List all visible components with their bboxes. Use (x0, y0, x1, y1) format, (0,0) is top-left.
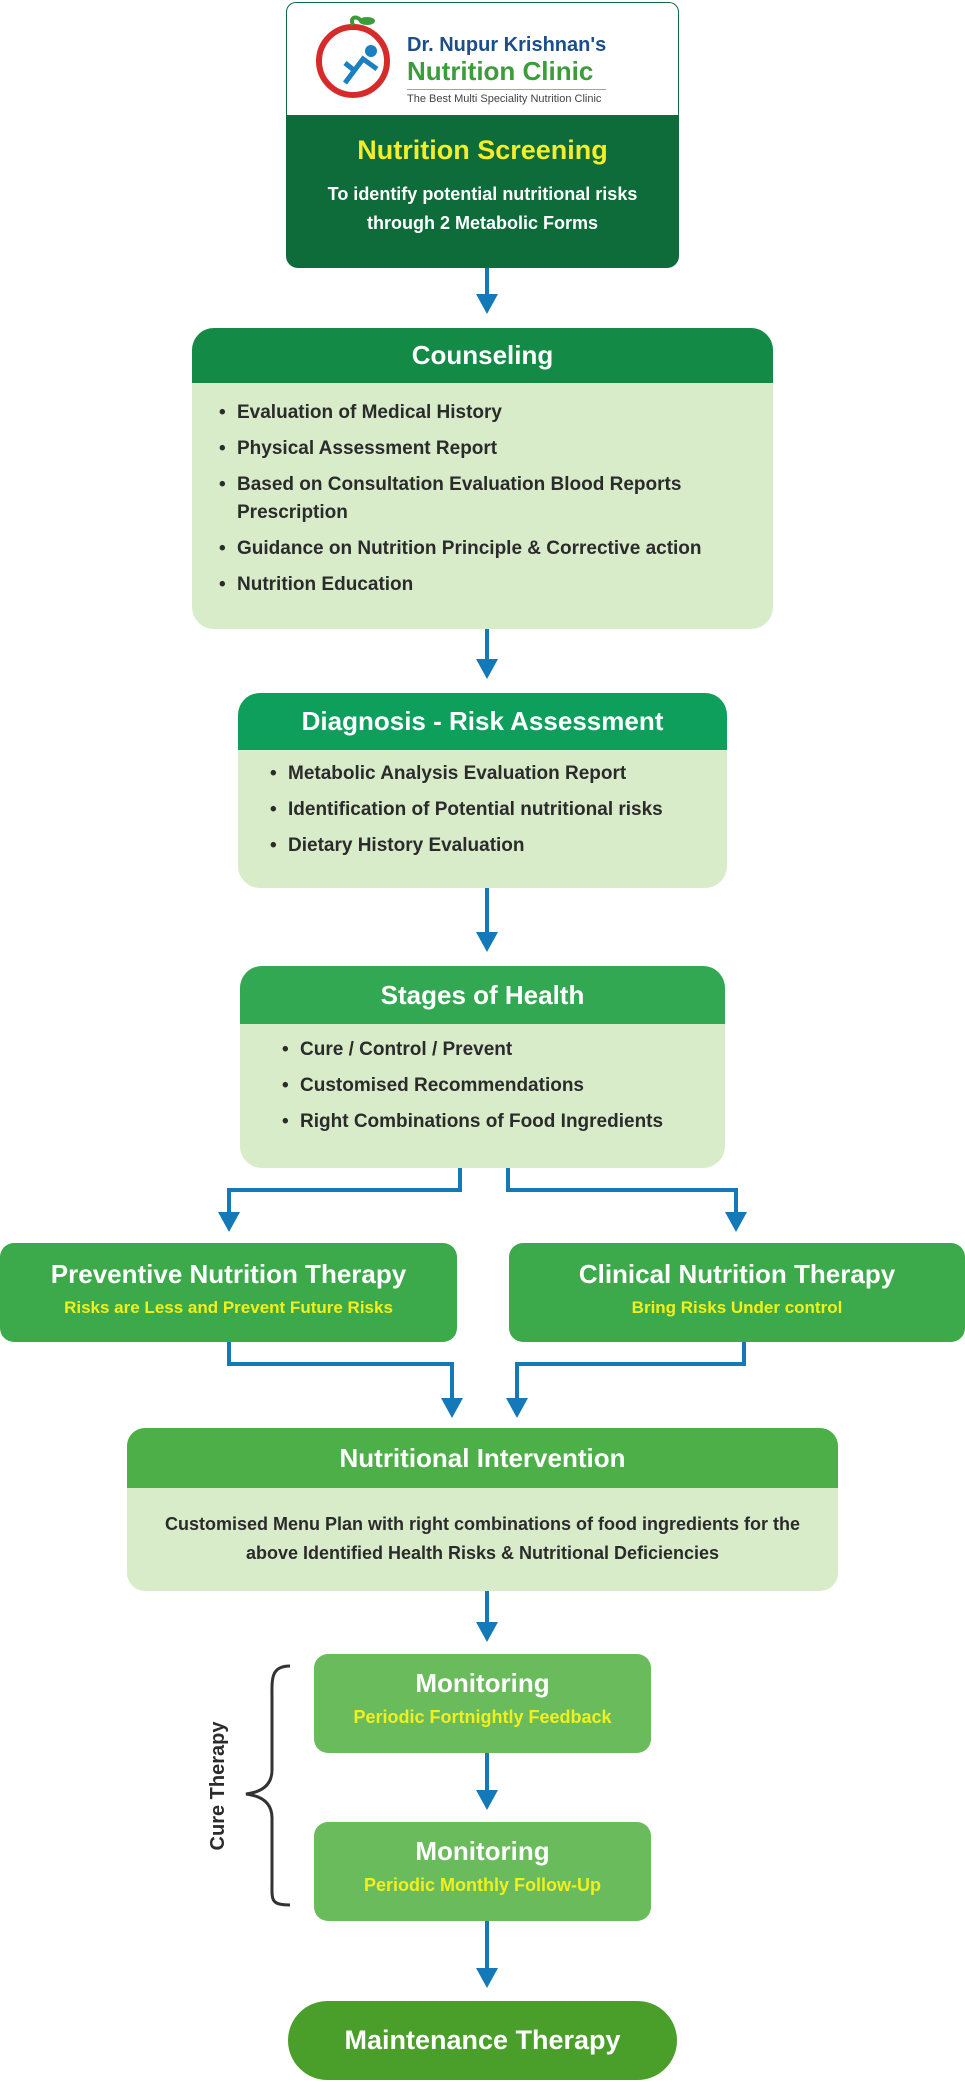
arrowhead (725, 1212, 747, 1232)
arrow-stages-preventive (227, 1168, 462, 1214)
stages-title: Stages of Health (240, 966, 725, 1024)
logo-tagline: The Best Multi Speciality Nutrition Clin… (407, 89, 607, 106)
monitoring-subtitle: Periodic Monthly Follow-Up (364, 1875, 601, 1895)
arrowhead (476, 1968, 498, 1988)
arrow-preventive-intervention (227, 1342, 454, 1400)
list-item: Evaluation of Medical History (219, 399, 733, 427)
preventive-title: Preventive Nutrition Therapy (50, 1259, 407, 1289)
arrowhead (476, 1790, 498, 1810)
monitoring-subtitle: Periodic Fortnightly Feedback (353, 1707, 612, 1727)
diagnosis-title: Diagnosis - Risk Assessment (238, 693, 727, 750)
list-item: Based on Consultation Evaluation Blood R… (219, 471, 733, 527)
monitoring-title: Monitoring (415, 1836, 550, 1866)
arrowhead (441, 1398, 463, 1418)
arrowhead (476, 294, 498, 314)
logo-doctor-name: Dr. Nupur Krishnan's (407, 34, 607, 56)
intervention-title: Nutritional Intervention (127, 1428, 838, 1488)
list-item: Guidance on Nutrition Principle & Correc… (219, 535, 733, 563)
maintenance-therapy-box: Maintenance Therapy (288, 2001, 677, 2080)
list-item: Identification of Potential nutritional … (270, 796, 727, 824)
list-item: Physical Assessment Report (219, 435, 733, 463)
clinical-subtitle: Bring Risks Under control (631, 1298, 843, 1317)
arrowhead (506, 1398, 528, 1418)
cure-brace (245, 1664, 291, 1907)
arrow-stages-clinical (506, 1168, 738, 1214)
arrowhead (476, 659, 498, 679)
counseling-card: Counseling Evaluation of Medical History… (192, 328, 773, 629)
intervention-card: Nutritional Intervention Customised Menu… (127, 1428, 838, 1591)
list-item: Dietary History Evaluation (270, 832, 727, 860)
list-item: Cure / Control / Prevent (282, 1036, 725, 1064)
counseling-title: Counseling (192, 328, 773, 383)
preventive-therapy-box: Preventive Nutrition Therapy Risks are L… (0, 1243, 457, 1342)
apple-logo-icon (316, 15, 390, 98)
diagnosis-card: Diagnosis - Risk Assessment Metabolic An… (238, 693, 727, 888)
screening-box: Nutrition Screening To identify potentia… (286, 115, 679, 268)
monitoring-fortnightly-box: Monitoring Periodic Fortnightly Feedback (314, 1654, 651, 1753)
clinical-title: Clinical Nutrition Therapy (578, 1259, 896, 1289)
list-item: Metabolic Analysis Evaluation Report (270, 760, 727, 788)
list-item: Customised Recommendations (282, 1072, 725, 1100)
monitoring-monthly-box: Monitoring Periodic Monthly Follow-Up (314, 1822, 651, 1921)
screening-title: Nutrition Screening (357, 135, 608, 165)
logo-clinic-name: Nutrition Clinic (407, 56, 594, 86)
arrowhead (218, 1212, 240, 1232)
preventive-subtitle: Risks are Less and Prevent Future Risks (64, 1298, 393, 1317)
list-item: Right Combinations of Food Ingredients (282, 1108, 725, 1136)
clinical-therapy-box: Clinical Nutrition Therapy Bring Risks U… (509, 1243, 965, 1342)
arrowhead (476, 1622, 498, 1642)
arrowhead (476, 932, 498, 952)
stages-list: Cure / Control / Prevent Customised Reco… (240, 1024, 725, 1136)
counseling-list: Evaluation of Medical History Physical A… (192, 383, 773, 599)
logo-text-block: Dr. Nupur Krishnan's Nutrition Clinic Th… (407, 33, 607, 106)
arrow-clinical-intervention (515, 1342, 746, 1400)
monitoring-title: Monitoring (415, 1668, 550, 1698)
diagnosis-list: Metabolic Analysis Evaluation Report Ide… (238, 750, 727, 860)
stages-card: Stages of Health Cure / Control / Preven… (240, 966, 725, 1168)
list-item: Nutrition Education (219, 571, 733, 599)
screening-description: To identify potential nutritional risks … (327, 184, 638, 233)
intervention-description: Customised Menu Plan with right combinat… (164, 1514, 800, 1563)
logo-card: Dr. Nupur Krishnan's Nutrition Clinic Th… (286, 2, 679, 116)
cure-therapy-label: Cure Therapy (207, 1721, 229, 1851)
